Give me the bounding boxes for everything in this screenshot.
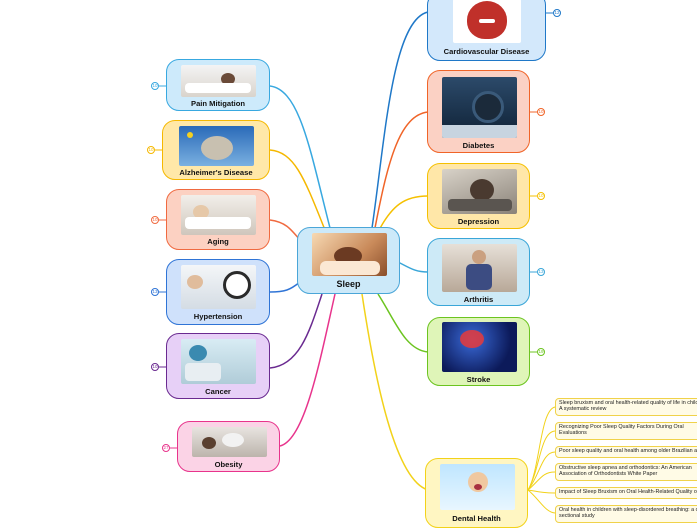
link-aging [269, 219, 301, 241]
badge-hypertension[interactable]: 13 [151, 288, 159, 296]
depression-image [442, 169, 517, 214]
node-diabetes[interactable]: Diabetes [427, 70, 530, 153]
link-diabetes [374, 111, 429, 229]
node-label-arthritis: Arthritis [463, 295, 494, 304]
badge-cancer[interactable]: 10 [151, 363, 159, 371]
link-arthritis [397, 261, 429, 273]
node-aging[interactable]: Aging [166, 189, 270, 250]
badge-alzheimers[interactable]: 10 [147, 146, 155, 154]
node-depression[interactable]: Depression [427, 163, 530, 229]
reference-item[interactable]: Poor sleep quality and oral health among… [555, 446, 697, 458]
badge-obesity[interactable]: 27 [162, 444, 170, 452]
node-arthritis[interactable]: Arthritis [427, 238, 530, 306]
hypertension-image [181, 265, 256, 309]
reference-item[interactable]: Recognizing Poor Sleep Quality Factors D… [555, 422, 697, 440]
aging-image [181, 195, 256, 235]
link-ref-4 [527, 471, 556, 491]
node-label-dental-health: Dental Health [452, 514, 501, 523]
node-cardiovascular[interactable]: Cardiovascular Disease [427, 0, 546, 61]
link-ref-2 [527, 430, 556, 491]
node-alzheimers[interactable]: Alzheimer's Disease [162, 120, 270, 180]
badge-arthritis[interactable]: 13 [537, 268, 545, 276]
link-ref-3 [527, 451, 556, 491]
node-hypertension[interactable]: Hypertension [166, 259, 270, 325]
node-label-alzheimers: Alzheimer's Disease [179, 168, 253, 177]
reference-item[interactable]: Obstructive sleep apnea and orthodontics… [555, 463, 697, 481]
badge-diabetes[interactable]: 10 [537, 108, 545, 116]
node-label-depression: Depression [457, 217, 500, 226]
node-label-cancer: Cancer [205, 387, 231, 396]
badge-cardiovascular[interactable]: 12 [553, 9, 561, 17]
heart-image [453, 0, 521, 43]
link-ref-6 [527, 489, 556, 514]
link-depression [377, 195, 429, 233]
link-ref-5 [527, 489, 556, 494]
link-cancer [269, 293, 323, 369]
badge-depression[interactable]: 10 [537, 192, 545, 200]
node-label-diabetes: Diabetes [462, 141, 495, 150]
node-pain-mitigation[interactable]: Pain Mitigation [166, 59, 270, 111]
link-alzheimers [269, 149, 326, 231]
node-stroke[interactable]: Stroke [427, 317, 530, 386]
reference-item[interactable]: Sleep bruxism and oral health-related qu… [555, 398, 697, 416]
node-label-aging: Aging [207, 237, 229, 246]
link-dental [361, 293, 429, 491]
badge-aging[interactable]: 10 [151, 216, 159, 224]
reference-item[interactable]: Oral health in children with sleep-disor… [555, 505, 697, 523]
sleep-image [312, 233, 387, 276]
node-dental-health[interactable]: Dental Health [425, 458, 528, 528]
dental-image [440, 464, 515, 510]
node-label-obesity: Obesity [214, 460, 243, 469]
link-stroke [377, 293, 429, 353]
node-label-cardiovascular: Cardiovascular Disease [443, 47, 530, 56]
cancer-image [181, 339, 256, 384]
link-obesity [279, 293, 336, 447]
arthritis-image [442, 244, 517, 292]
reference-item[interactable]: Impact of Sleep Bruxism on Oral Health-R… [555, 487, 697, 499]
center-label: Sleep [336, 279, 361, 289]
pain-image [181, 65, 256, 97]
obesity-image [192, 427, 267, 457]
node-label-stroke: Stroke [466, 375, 491, 384]
node-label-pain-mitigation: Pain Mitigation [191, 99, 245, 108]
node-obesity[interactable]: Obesity [177, 421, 280, 472]
badge-pain-mitigation[interactable]: 10 [151, 82, 159, 90]
badge-stroke[interactable]: 19 [537, 348, 545, 356]
link-hypertension [269, 281, 301, 293]
alzheimers-image [179, 126, 254, 166]
alarm-clock-image [442, 77, 517, 138]
node-label-hypertension: Hypertension [193, 312, 243, 321]
link-cardiovascular [371, 11, 429, 229]
center-node-sleep[interactable]: Sleep [297, 227, 400, 294]
brain-image [442, 322, 517, 372]
node-cancer[interactable]: Cancer [166, 333, 270, 399]
link-pain [269, 85, 331, 229]
